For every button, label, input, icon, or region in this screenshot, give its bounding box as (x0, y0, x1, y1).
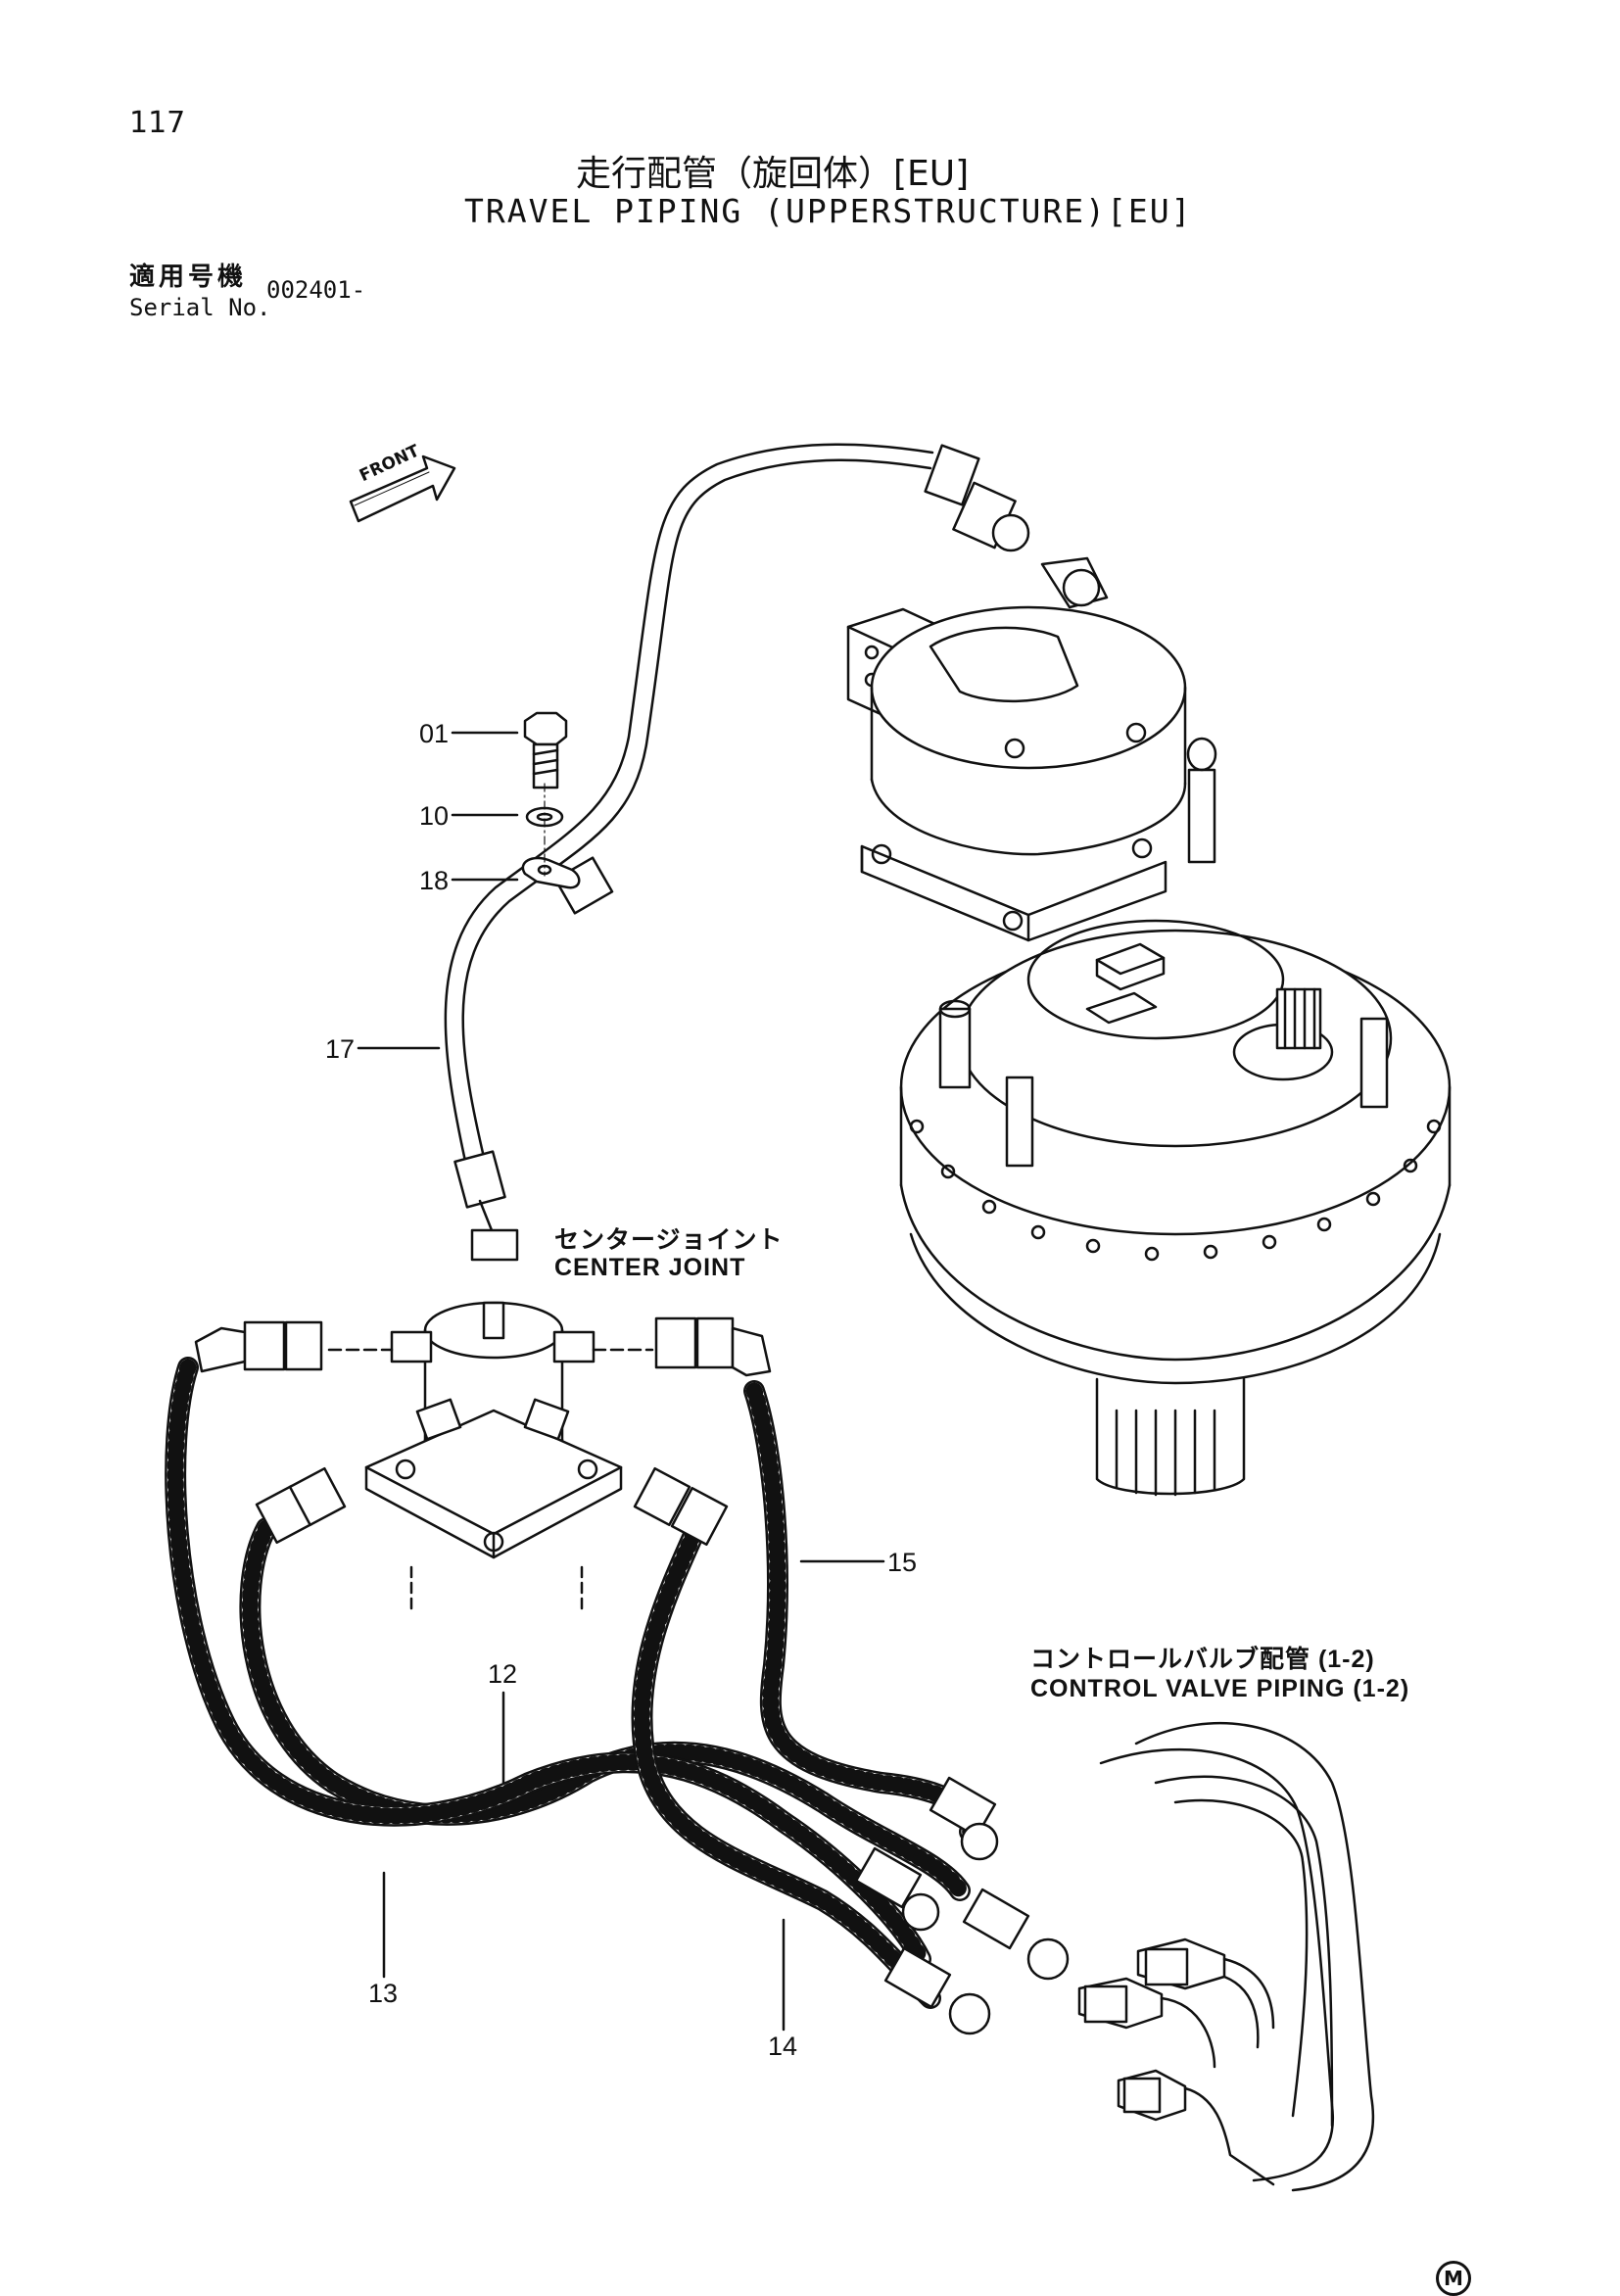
callout-18: 18 (419, 866, 450, 895)
callout-13: 13 (368, 1979, 399, 2008)
page-title-jp: 走行配管（旋回体）[EU] (576, 154, 970, 194)
center-joint-label-jp: センタージョイント (554, 1226, 784, 1254)
serial-value: 002401- (266, 276, 366, 304)
serial-label-jp: 適用号機 (129, 263, 248, 292)
center-joint (327, 1301, 654, 1614)
hose-17 (444, 443, 1030, 1262)
callout-14: 14 (768, 2032, 798, 2061)
fittings-right (633, 1316, 772, 1547)
callout-15: 15 (887, 1548, 918, 1577)
callout-17: 17 (325, 1034, 356, 1064)
hose-15 (743, 1380, 985, 1842)
front-arrow-icon (349, 454, 456, 523)
hose-13 (165, 1357, 931, 1970)
hose-12 (239, 1517, 971, 1901)
callout-10: 10 (419, 801, 450, 831)
page-title-en: TRAVEL PIPING (UPPERSTRUCTURE)[EU] (464, 192, 1193, 230)
page-number: 117 (129, 106, 186, 140)
control-valve-label-en: CONTROL VALVE PIPING (1-2) (1030, 1675, 1410, 1702)
fittings-left (194, 1320, 347, 1545)
hose-14 (631, 1498, 941, 2009)
callout-01: 01 (419, 719, 450, 748)
callout-12: 12 (488, 1659, 518, 1689)
center-joint-label-en: CENTER JOINT (554, 1254, 746, 1281)
control-valve-label-jp: コントロールバルブ配管 (1-2) (1030, 1646, 1375, 1673)
bolt-01-icon (523, 711, 568, 789)
fittings-far-right (854, 1776, 1070, 2035)
bolt-circle (909, 1119, 1442, 1262)
serial-label-en: Serial No. (129, 294, 271, 321)
clamp-18-icon (521, 856, 581, 889)
motor-assembly (846, 556, 1452, 1497)
control-valve-piping (1077, 1722, 1375, 2192)
